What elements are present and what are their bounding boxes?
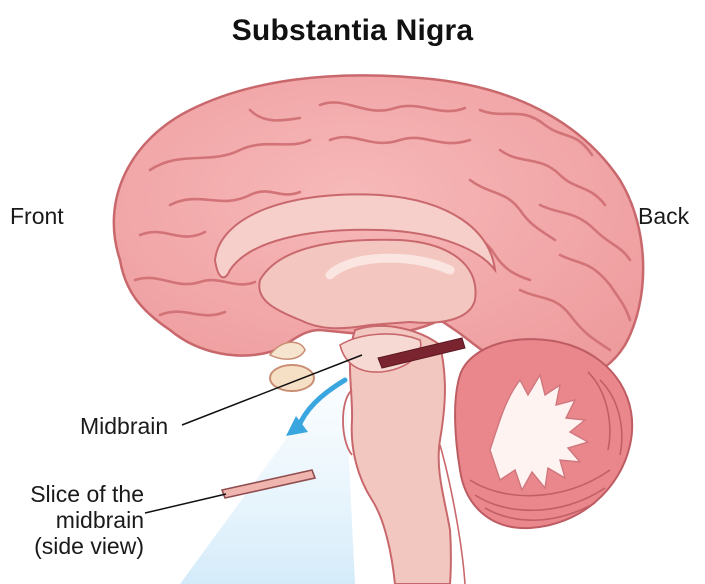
slice-label-line2: midbrain [14, 507, 144, 533]
thalamus-region [259, 240, 475, 329]
slice-label: Slice of the midbrain (side view) [14, 481, 144, 559]
front-label: Front [10, 203, 64, 229]
slice-leader-line [145, 494, 226, 513]
back-label: Back [638, 203, 689, 229]
slice-label-line1: Slice of the [14, 481, 144, 507]
pituitary-gland [270, 365, 314, 391]
midbrain-label: Midbrain [80, 413, 168, 439]
diagram-title: Substantia Nigra [0, 14, 705, 48]
slice-label-line3: (side view) [14, 533, 144, 559]
